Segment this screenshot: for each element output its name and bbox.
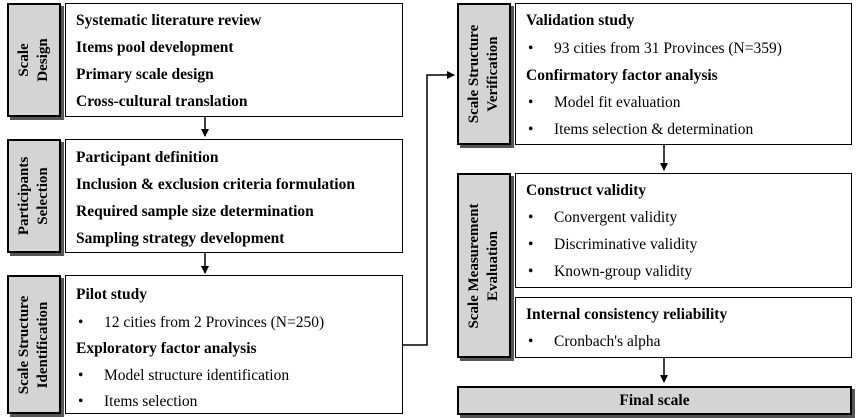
item-cronbach-alpha: •Cronbach's alpha: [528, 333, 661, 350]
item-model-structure: •Model structure identification: [78, 367, 290, 384]
item-participant-definition: Participant definition: [76, 149, 219, 166]
item-pilot-sample: •12 cities from 2 Provinces (N=250): [78, 314, 325, 331]
item-cfa: Confirmatory factor analysis: [526, 67, 718, 84]
stage-participants-selection: Participants Selection: [7, 139, 61, 253]
item-inclusion-criteria: Inclusion & exclusion criteria formulati…: [76, 176, 355, 193]
bullet-dot: •: [528, 263, 534, 280]
item-items-selection: •Items selection: [78, 393, 198, 410]
stage-label: Participants Selection: [16, 156, 51, 236]
bullet-dot: •: [78, 367, 84, 384]
stage-structure-verification: Scale Structure Verification: [457, 3, 511, 145]
box-construct-validity: Construct validity •Convergent validity …: [515, 173, 852, 288]
item-discriminative-validity: •Discriminative validity: [528, 236, 698, 253]
item-translation: Cross-cultural translation: [76, 93, 248, 110]
bullet-dot: •: [528, 209, 534, 226]
item-sampling-strategy: Sampling strategy development: [76, 230, 285, 247]
item-internal-consistency: Internal consistency reliability: [526, 306, 728, 323]
item-items-determination: •Items selection & determination: [528, 121, 754, 138]
stage-label: Scale Structure Verification: [466, 24, 501, 124]
stage-label: Scale Design: [16, 38, 51, 82]
item-efa: Exploratory factor analysis: [76, 340, 257, 357]
stage-label: Scale Measurement Evaluation: [466, 202, 501, 329]
stage-measurement-evaluation: Scale Measurement Evaluation: [457, 173, 511, 358]
bullet-dot: •: [78, 393, 84, 410]
stage-label: Scale Structure Identification: [16, 295, 51, 394]
item-convergent-validity: •Convergent validity: [528, 209, 678, 226]
final-scale-label: Final scale: [619, 392, 690, 409]
item-construct-validity: Construct validity: [526, 182, 647, 199]
box-participants-selection: Participant definition Inclusion & exclu…: [65, 139, 403, 253]
bullet-dot: •: [528, 40, 534, 57]
item-sample-size: Required sample size determination: [76, 203, 314, 220]
item-model-fit: •Model fit evaluation: [528, 94, 681, 111]
box-reliability: Internal consistency reliability •Cronba…: [515, 297, 852, 358]
bullet-dot: •: [528, 333, 534, 350]
box-structure-identification: Pilot study •12 cities from 2 Provinces …: [65, 275, 403, 414]
box-scale-design: Systematic literature review Items pool …: [65, 3, 403, 117]
item-primary-design: Primary scale design: [76, 66, 214, 83]
item-items-pool: Items pool development: [76, 39, 234, 56]
box-structure-verification: Validation study •93 cities from 31 Prov…: [515, 3, 852, 145]
bullet-dot: •: [528, 236, 534, 253]
item-pilot-study: Pilot study: [76, 286, 148, 303]
final-scale-box: Final scale: [457, 386, 852, 415]
item-validation-study: Validation study: [526, 12, 635, 29]
item-known-group-validity: •Known-group validity: [528, 263, 693, 280]
arrow-identification-to-verification: [402, 71, 455, 346]
stage-structure-identification: Scale Structure Identification: [7, 275, 61, 414]
bullet-dot: •: [528, 121, 534, 138]
item-literature-review: Systematic literature review: [76, 12, 262, 29]
bullet-dot: •: [78, 314, 84, 331]
item-validation-sample: •93 cities from 31 Provinces (N=359): [528, 40, 782, 57]
bullet-dot: •: [528, 94, 534, 111]
stage-scale-design: Scale Design: [7, 3, 61, 117]
